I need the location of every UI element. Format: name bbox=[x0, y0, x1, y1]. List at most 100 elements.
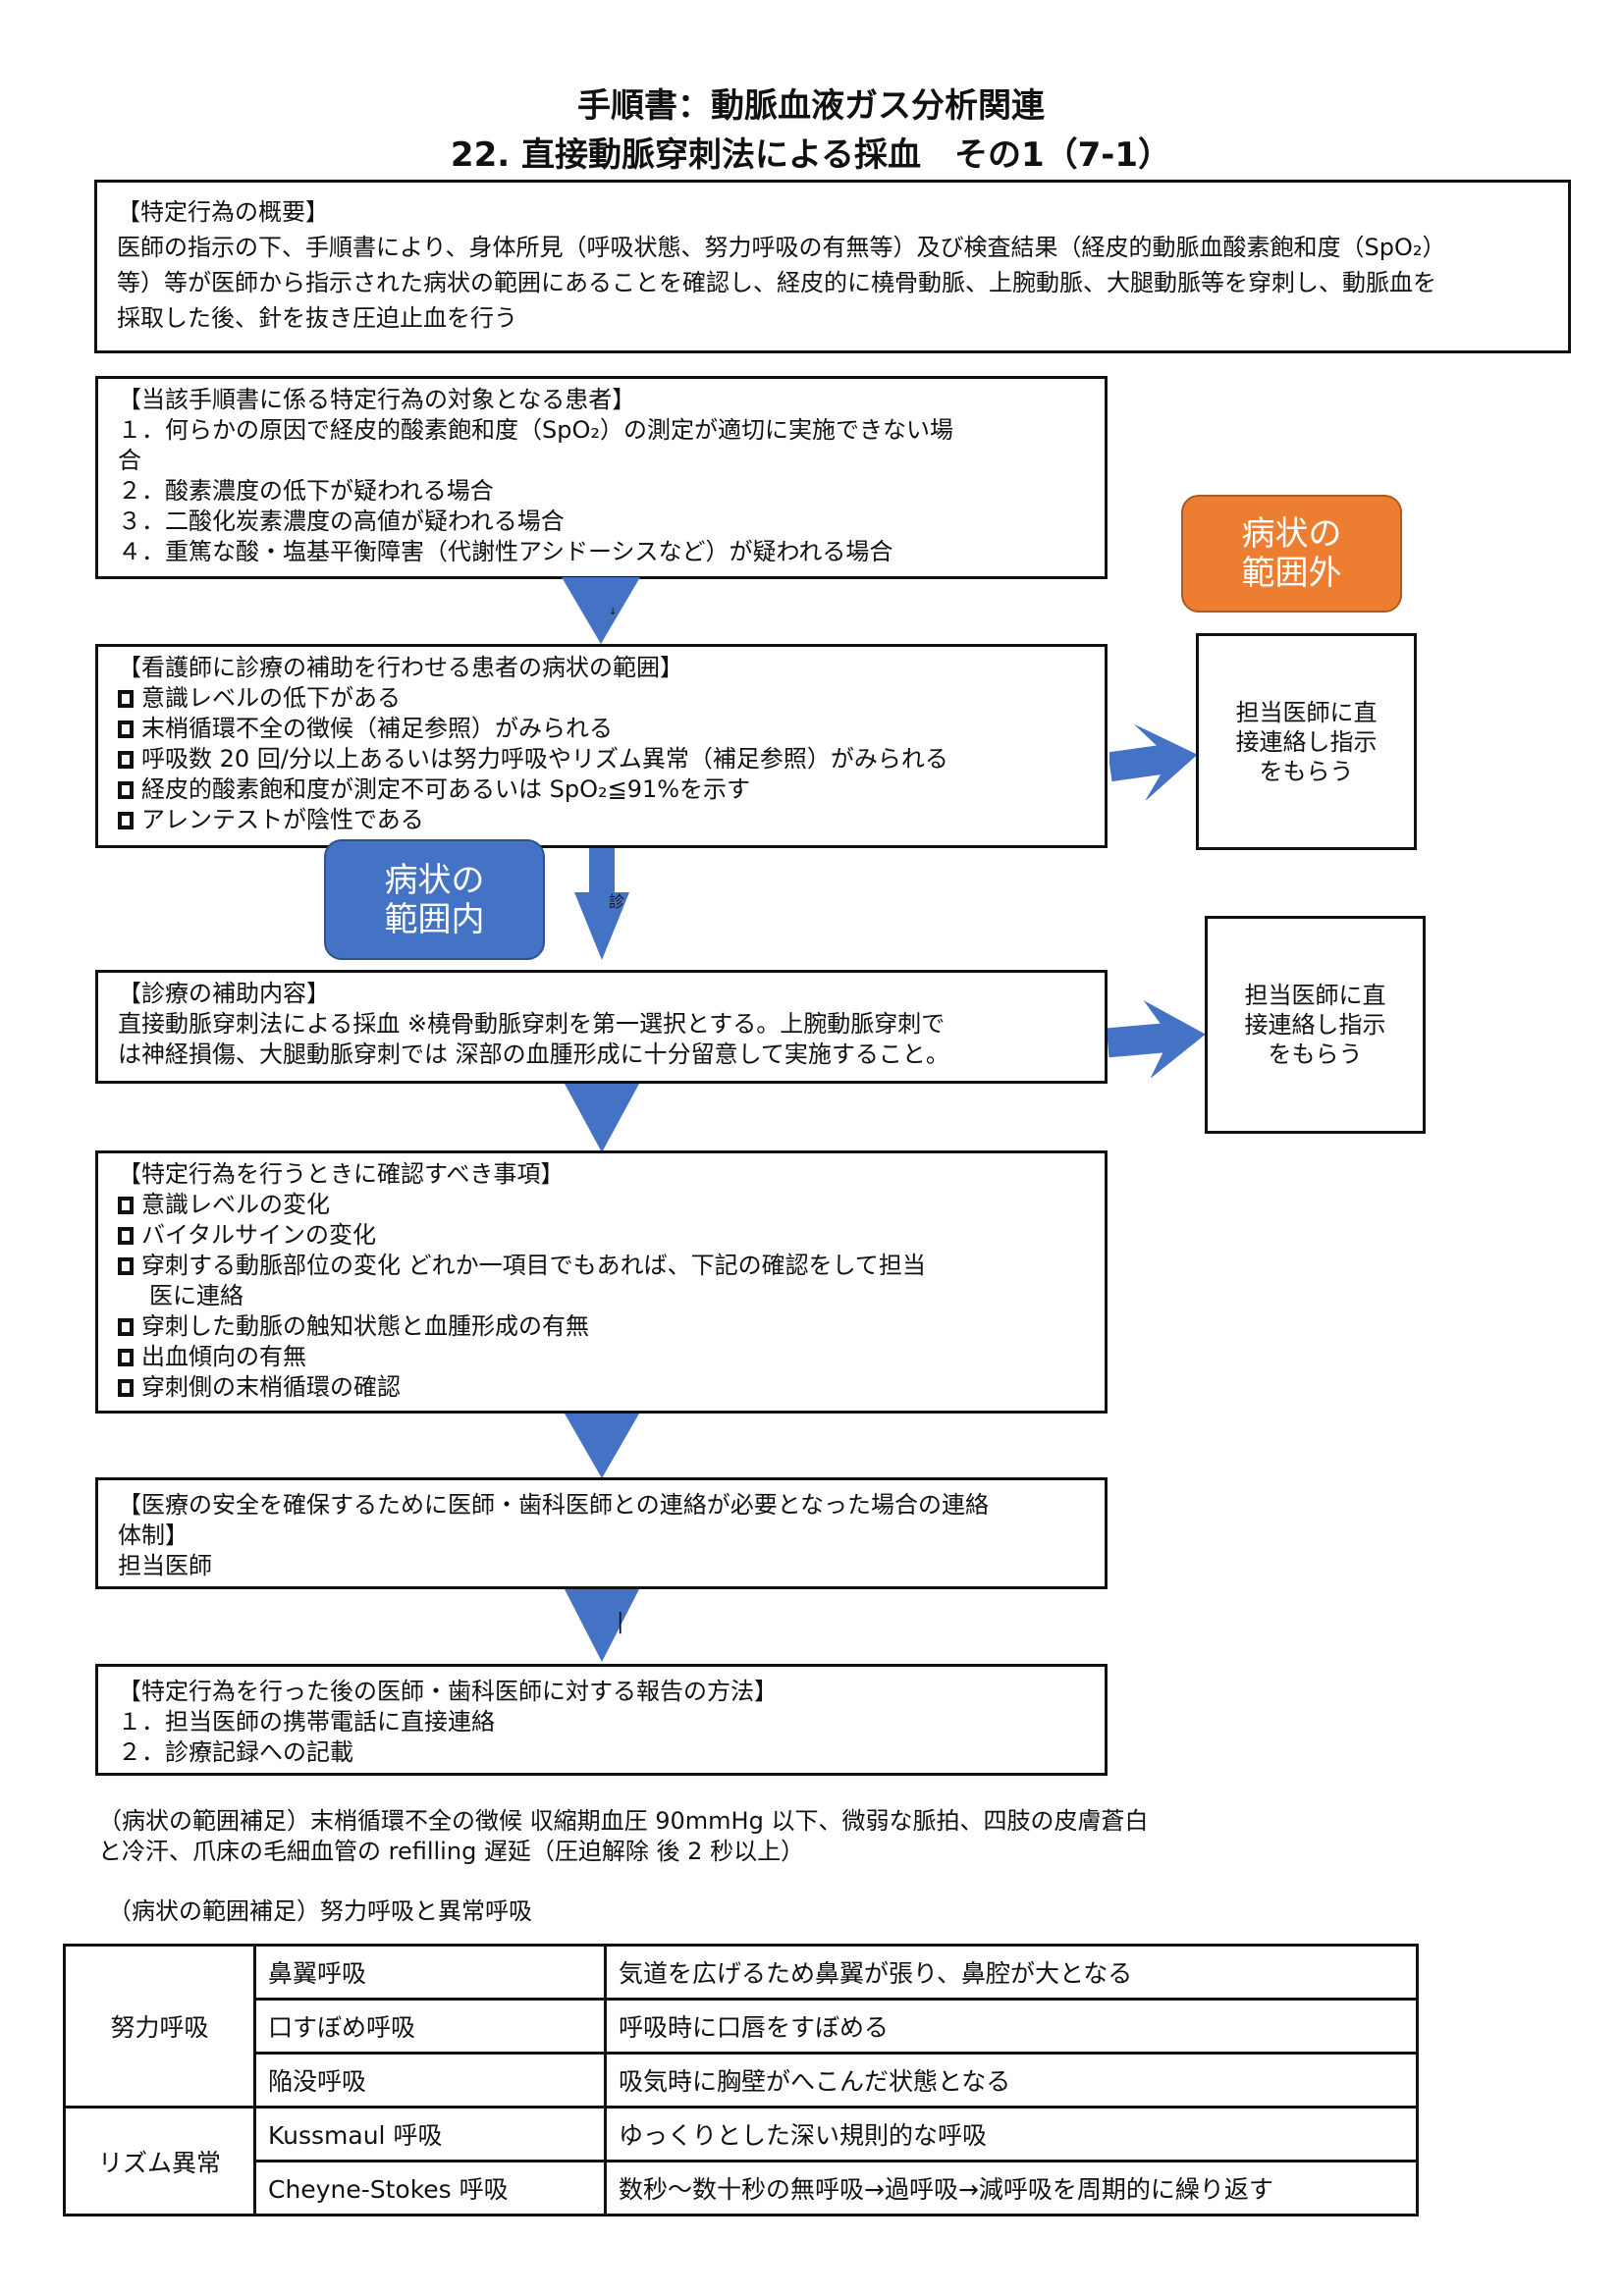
range-item: 呼吸数 20 回/分以上あるいは努力呼吸やリズム異常（補足参照）がみられる bbox=[118, 744, 1085, 774]
report-line: １．担当医師の携帯電話に直接連絡 bbox=[118, 1708, 495, 1735]
table-cell: 数秒〜数十秒の無呼吸→過呼吸→減呼吸を周期的に繰り返す bbox=[604, 2160, 1419, 2216]
contact-line: 接連絡し指示 bbox=[1235, 727, 1378, 756]
title-line2: 22. 直接動脈穿刺法による採血 その1（7-1） bbox=[450, 135, 1172, 175]
contact-line: をもらう bbox=[1259, 757, 1354, 785]
breathing-table: 努力呼吸鼻翼呼吸気道を広げるため鼻翼が張り、鼻腔が大となる 口すぼめ呼吸呼吸時に… bbox=[63, 1944, 1419, 2216]
overview-line: 等）等が医師から指示された病状の範囲にあることを確認し、経皮的に橈骨動脈、上腕動… bbox=[117, 269, 1436, 296]
table-row: Cheyne-Stokes 呼吸数秒〜数十秒の無呼吸→過呼吸→減呼吸を周期的に繰… bbox=[65, 2160, 1419, 2216]
confirm-item: 穿刺側の末梢循環の確認 bbox=[118, 1372, 1085, 1403]
arrow-mark: | bbox=[617, 1610, 624, 1634]
range-heading: 【看護師に診療の補助を行わせる患者の病状の範囲】 bbox=[118, 654, 683, 681]
confirm-item: 意識レベルの変化 bbox=[118, 1190, 1085, 1220]
range-item-text: 意識レベルの低下がある bbox=[141, 684, 401, 712]
table-row: 努力呼吸鼻翼呼吸気道を広げるため鼻翼が張り、鼻腔が大となる bbox=[63, 1944, 1419, 2109]
confirm-item: バイタルサインの変化 bbox=[118, 1220, 1085, 1251]
label-line: 病状の bbox=[384, 860, 485, 900]
table-cell: 口すぼめ呼吸 bbox=[253, 1998, 607, 2055]
target-heading: 【当該手順書に係る特定行為の対象となる患者】 bbox=[118, 386, 636, 413]
check-items-box: 【特定行為を行うときに確認すべき事項】 意識レベルの変化 バイタルサインの変化 … bbox=[95, 1150, 1108, 1414]
range-item: 末梢循環不全の徴候（補足参照）がみられる bbox=[118, 714, 1085, 744]
contact-line: 接連絡し指示 bbox=[1244, 1011, 1386, 1039]
checkbox-icon bbox=[118, 781, 134, 799]
contact-doctor-box-2: 担当医師に直接連絡し指示をもらう bbox=[1205, 916, 1426, 1134]
table-cell: Kussmaul 呼吸 bbox=[253, 2106, 607, 2163]
range-item: 経皮的酸素飽和度が測定不可あるいは SpO₂≦91%を示す bbox=[118, 774, 1085, 805]
label-line: 病状の bbox=[1241, 514, 1342, 554]
safety-heading-2: 体制】 bbox=[118, 1522, 189, 1549]
target-line: 合 bbox=[118, 447, 141, 474]
assist-content-box: 【診療の補助内容】 直接動脈穿刺法による採血 ※橈骨動脈穿刺を第一選択とする。上… bbox=[95, 970, 1108, 1084]
confirm-item: 穿刺した動脈の触知状態と血腫形成の有無 bbox=[118, 1311, 1085, 1342]
confirm-item: 出血傾向の有無 bbox=[118, 1342, 1085, 1372]
confirm-item: 穿刺する動脈部位の変化 どれか一項目でもあれば、下記の確認をして担当 bbox=[118, 1251, 1085, 1281]
report-line: ２．診療記録への記載 bbox=[118, 1738, 353, 1766]
in-range-label: 病状の範囲内 bbox=[324, 839, 545, 960]
target-line: ２．酸素濃度の低下が疑われる場合 bbox=[118, 477, 494, 505]
overview-line: 医師の指示の下、手順書により、身体所見（呼吸状態、努力呼吸の有無等）及び検査結果… bbox=[117, 234, 1446, 261]
down-arrow bbox=[562, 577, 640, 644]
overview-heading: 【特定行為の概要】 bbox=[117, 198, 329, 226]
down-arrow bbox=[565, 1414, 639, 1478]
target-line: １．何らかの原因で経皮的酸素飽和度（SpO₂）の測定が適切に実施できない場 bbox=[118, 416, 953, 444]
label-line: 範囲内 bbox=[384, 899, 485, 939]
checkbox-icon bbox=[118, 1197, 134, 1214]
range-item-text: アレンテストが陰性である bbox=[141, 806, 424, 833]
report-heading: 【特定行為を行った後の医師・歯科医師に対する報告の方法】 bbox=[118, 1678, 778, 1705]
confirm-item-text: バイタルサインの変化 bbox=[141, 1221, 377, 1249]
table-cell: 気道を広げるため鼻翼が張り、鼻腔が大となる bbox=[604, 1944, 1419, 2001]
checkbox-icon bbox=[118, 1227, 134, 1245]
table-row: 口すぼめ呼吸呼吸時に口唇をすぼめる bbox=[65, 1998, 1419, 2055]
confirm-item-text: 穿刺する動脈部位の変化 どれか一項目でもあれば、下記の確認をして担当 bbox=[141, 1252, 926, 1279]
down-arrow bbox=[565, 1589, 639, 1662]
table-row: 陥没呼吸吸気時に胸壁がへこんだ状態となる bbox=[65, 2052, 1419, 2109]
table-cell: ゆっくりとした深い規則的な呼吸 bbox=[604, 2106, 1419, 2163]
report-method-box: 【特定行為を行った後の医師・歯科医師に対する報告の方法】 １．担当医師の携帯電話… bbox=[95, 1664, 1108, 1776]
confirm-item-text: 意識レベルの変化 bbox=[141, 1191, 330, 1218]
confirm-heading: 【特定行為を行うときに確認すべき事項】 bbox=[118, 1160, 565, 1188]
table-cell: 陥没呼吸 bbox=[253, 2052, 607, 2109]
table-cell: 呼吸時に口唇をすぼめる bbox=[604, 1998, 1419, 2055]
checkbox-icon bbox=[118, 812, 134, 829]
target-line: ３．二酸化炭素濃度の高値が疑われる場合 bbox=[118, 507, 565, 535]
out-of-range-label: 病状の範囲外 bbox=[1181, 495, 1402, 613]
label-line: 範囲外 bbox=[1241, 554, 1342, 593]
checkbox-icon bbox=[118, 690, 134, 708]
symptom-range-box: 【看護師に診療の補助を行わせる患者の病状の範囲】 意識レベルの低下がある 末梢循… bbox=[95, 644, 1108, 848]
right-arrow bbox=[1108, 1000, 1206, 1078]
safety-heading: 【医療の安全を確保するために医師・歯科医師との連絡が必要となった場合の連絡 bbox=[118, 1491, 990, 1519]
checkbox-icon bbox=[118, 1318, 134, 1336]
target-line: ４．重篤な酸・塩基平衡障害（代謝性アシドーシスなど）が疑われる場合 bbox=[118, 538, 893, 565]
safety-contact-box: 【医療の安全を確保するために医師・歯科医師との連絡が必要となった場合の連絡 体制… bbox=[95, 1477, 1108, 1589]
checkbox-icon bbox=[118, 751, 134, 769]
contact-line: をもらう bbox=[1268, 1041, 1363, 1068]
confirm-item-text: 穿刺側の末梢循環の確認 bbox=[141, 1373, 401, 1401]
group-cell: 努力呼吸 bbox=[63, 1944, 256, 2109]
range-item-text: 末梢循環不全の徴候（補足参照）がみられる bbox=[141, 715, 613, 742]
target-patients-box: 【当該手順書に係る特定行為の対象となる患者】 １．何らかの原因で経皮的酸素飽和度… bbox=[95, 376, 1108, 579]
checkbox-icon bbox=[118, 721, 134, 738]
checkbox-icon bbox=[118, 1349, 134, 1366]
confirm-continuation: 医に連絡 bbox=[149, 1282, 243, 1309]
assist-heading: 【診療の補助内容】 bbox=[118, 980, 330, 1007]
table-cell: 吸気時に胸壁がへこんだ状態となる bbox=[604, 2052, 1419, 2109]
confirm-item-text: 穿刺した動脈の触知状態と血腫形成の有無 bbox=[141, 1312, 589, 1340]
arrow-mark: 診 bbox=[606, 893, 624, 909]
contact-doctor-box: 担当医師に直接連絡し指示をもらう bbox=[1196, 633, 1417, 850]
range-item: 意識レベルの低下がある bbox=[118, 683, 1085, 714]
assist-line: は神経損傷、大腿動脈穿刺では 深部の血腫形成に十分留意して実施すること。 bbox=[118, 1041, 949, 1068]
table-cell: Cheyne-Stokes 呼吸 bbox=[253, 2160, 607, 2216]
down-arrow bbox=[565, 1084, 639, 1152]
group-cell: リズム異常 bbox=[63, 2106, 256, 2216]
supplement-note: （病状の範囲補足）努力呼吸と異常呼吸 bbox=[108, 1897, 532, 1925]
overview-box: 【特定行為の概要】 医師の指示の下、手順書により、身体所見（呼吸状態、努力呼吸の… bbox=[94, 180, 1571, 353]
range-item-text: 呼吸数 20 回/分以上あるいは努力呼吸やリズム異常（補足参照）がみられる bbox=[141, 745, 948, 773]
checkbox-icon bbox=[118, 1257, 134, 1275]
safety-body: 担当医師 bbox=[118, 1552, 212, 1579]
confirm-item-text: 出血傾向の有無 bbox=[141, 1343, 306, 1370]
table-cell: 鼻翼呼吸 bbox=[253, 1944, 607, 2001]
checkbox-icon bbox=[118, 1379, 134, 1397]
assist-line: 直接動脈穿刺法による採血 ※橈骨動脈穿刺を第一選択とする。上腕動脈穿刺で bbox=[118, 1010, 946, 1038]
range-item: アレンテストが陰性である bbox=[118, 805, 1085, 835]
contact-line: 担当医師に直 bbox=[1235, 698, 1378, 726]
